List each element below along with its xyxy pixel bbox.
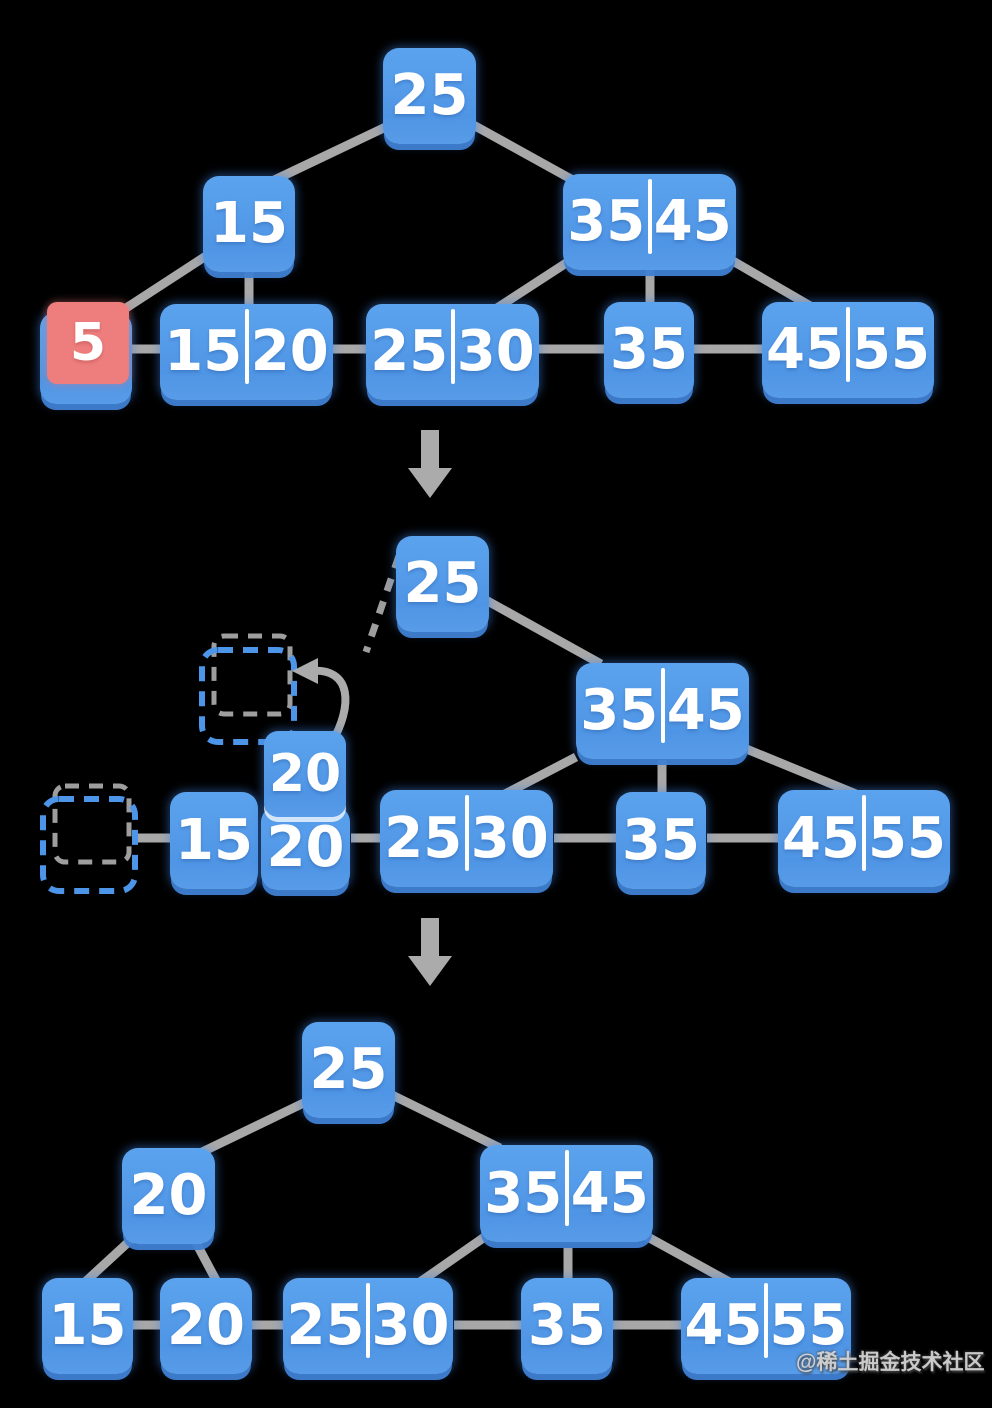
tree-node-leaf: 45 55 (778, 790, 950, 887)
tree-node-internal: 20 (122, 1148, 215, 1244)
key-divider (660, 668, 665, 743)
edge (481, 595, 604, 668)
key-divider (244, 309, 249, 384)
edge (417, 1232, 489, 1286)
stage2-edges (136, 595, 858, 843)
edge (80, 1233, 138, 1287)
tree-node-leaf: 15 (42, 1278, 133, 1374)
key-divider (647, 179, 652, 254)
tree-node-internal: 15 (203, 176, 295, 272)
tree-node-leaf: 25 30 (380, 790, 553, 887)
tree-node-root: 25 (302, 1022, 395, 1118)
key-divider (366, 1283, 370, 1358)
tree-node-internal: 35 45 (480, 1145, 653, 1242)
tree-node-delete-target: 5 (47, 302, 129, 384)
empty-leaf-slot-dashed-box (40, 796, 138, 894)
tree-node-leaf: 25 30 (283, 1278, 453, 1374)
empty-slot-gray-dashed-box (211, 633, 293, 717)
tree-node-leaf: 45 55 (681, 1278, 851, 1374)
edge (723, 253, 815, 311)
tree-node-leaf: 25 30 (366, 304, 539, 400)
edge (388, 1089, 502, 1153)
edge (189, 1234, 221, 1285)
key-divider (464, 795, 469, 871)
curved-move-up-arrow-icon (307, 666, 350, 745)
tree-node-leaf: 15 20 (160, 304, 333, 400)
empty-slot-gray-dashed-box (52, 783, 132, 865)
curved-move-up-arrowhead (292, 658, 318, 684)
tree-node-leaf: 35 (616, 792, 706, 889)
key-divider (846, 307, 850, 382)
edge (643, 1232, 736, 1288)
edge (742, 743, 858, 799)
key-divider (764, 1283, 768, 1358)
tree-node-promoted-key: 20 (264, 731, 346, 817)
stage3-edges (80, 1089, 736, 1330)
tree-node-leaf: 35 (521, 1278, 613, 1374)
tree-node-leaf: 35 (604, 302, 694, 398)
down-arrow-icon (408, 430, 452, 498)
edge (491, 252, 580, 314)
removed-edge-dashed (362, 554, 403, 654)
edge (196, 1093, 316, 1159)
empty-parent-slot-dashed-box (199, 647, 297, 745)
watermark: @稀土掘金技术社区 (796, 1351, 985, 1374)
tree-node-internal: 35 45 (563, 174, 736, 270)
tree-node-leaf: 20 (261, 806, 350, 890)
tree-node-leaf: 15 (170, 792, 258, 889)
key-divider (564, 1150, 569, 1226)
edge (502, 753, 579, 798)
tree-node-root: 25 (396, 536, 489, 632)
tree-node-leaf: 45 55 (762, 302, 934, 398)
tree-node-internal: 35 45 (576, 663, 749, 759)
key-divider (450, 309, 455, 384)
edge (264, 119, 394, 189)
edge (465, 118, 583, 188)
tree-node-root: 25 (383, 48, 476, 144)
edge (117, 252, 209, 316)
down-arrow-icon (408, 918, 452, 986)
key-divider (862, 795, 866, 871)
tree-node-leaf: 20 (160, 1278, 252, 1374)
